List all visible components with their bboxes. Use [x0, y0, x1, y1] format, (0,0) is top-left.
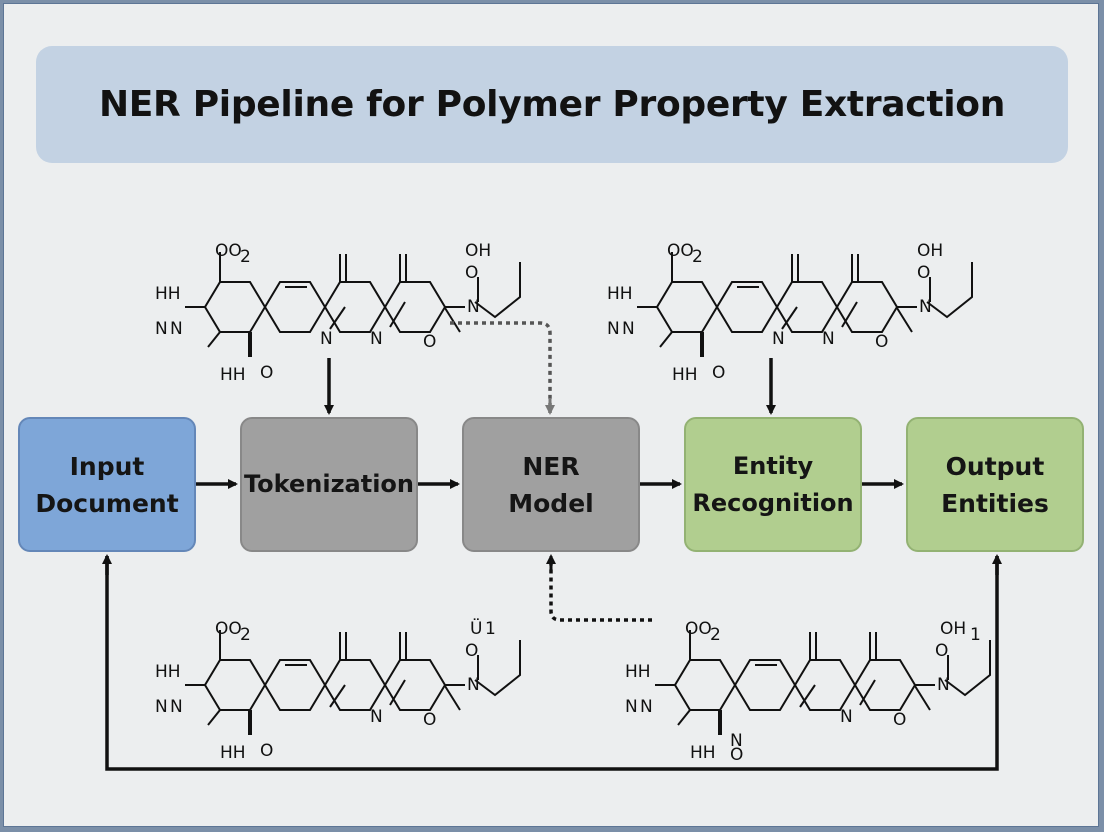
svg-text:N: N: [772, 329, 785, 349]
svg-text:OO: OO: [215, 241, 242, 261]
svg-text:OO: OO: [685, 619, 712, 639]
svg-text:O: O: [465, 641, 478, 661]
molecule-top-right: OO 2 HH N N HH O N N O O N OH: [607, 241, 974, 385]
svg-text:OH: OH: [465, 241, 491, 261]
svg-text:N: N: [625, 697, 638, 717]
molecule-top-left: OO 2 HH N N HH O N N O O N OH: [155, 241, 522, 385]
svg-text:N: N: [937, 675, 950, 695]
svg-text:N: N: [822, 329, 835, 349]
svg-text:O: O: [423, 710, 436, 730]
ner-model-box: NER Model: [462, 417, 640, 552]
svg-text:2: 2: [710, 625, 721, 645]
entity-recognition-box: Entity Recognition: [684, 417, 862, 552]
svg-text:N: N: [170, 319, 183, 339]
svg-text:HH: HH: [155, 284, 181, 304]
svg-text:HH: HH: [220, 365, 246, 385]
svg-text:O: O: [423, 332, 436, 352]
svg-text:HH: HH: [155, 662, 181, 682]
svg-text:N: N: [640, 697, 653, 717]
svg-text:O: O: [465, 263, 478, 283]
svg-text:N: N: [919, 297, 932, 317]
svg-text:O: O: [875, 332, 888, 352]
diagram-title: NER Pipeline for Polymer Property Extrac…: [98, 84, 1006, 125]
svg-text:HH: HH: [625, 662, 651, 682]
svg-text:1: 1: [485, 619, 496, 639]
svg-text:N: N: [155, 319, 168, 339]
svg-text:O: O: [893, 710, 906, 730]
title-banner: NER Pipeline for Polymer Property Extrac…: [36, 46, 1068, 163]
svg-text:O: O: [730, 745, 743, 765]
svg-text:HH: HH: [607, 284, 633, 304]
svg-text:2: 2: [240, 625, 251, 645]
output-entities-box: Output Entities: [906, 417, 1084, 552]
svg-text:HH: HH: [690, 743, 716, 763]
svg-text:N: N: [730, 731, 743, 751]
svg-text:N: N: [467, 297, 480, 317]
svg-text:N: N: [320, 329, 333, 349]
molecule-bottom-left: OO 2 HH N N HH O N O O N Ü 1: [155, 617, 522, 763]
svg-text:2: 2: [692, 247, 703, 267]
svg-text:OO: OO: [667, 241, 694, 261]
dotted-top-connector: [450, 321, 552, 413]
svg-text:N: N: [622, 319, 635, 339]
svg-text:N: N: [155, 697, 168, 717]
tokenization-box: Tokenization: [240, 417, 418, 552]
svg-text:N: N: [840, 707, 853, 727]
svg-text:N: N: [607, 319, 620, 339]
svg-text:OH: OH: [917, 241, 943, 261]
svg-text:O: O: [712, 363, 725, 383]
svg-text:N: N: [170, 697, 183, 717]
svg-text:N: N: [370, 329, 383, 349]
svg-text:N: N: [467, 675, 480, 695]
svg-text:OH: OH: [940, 619, 966, 639]
svg-text:HH: HH: [220, 743, 246, 763]
feedback-loop-line: [105, 556, 999, 771]
svg-text:O: O: [935, 641, 948, 661]
svg-text:HH: HH: [672, 365, 698, 385]
input-document-box: Input Document: [18, 417, 196, 552]
dotted-bottom-connector: [549, 562, 652, 622]
svg-text:2: 2: [240, 247, 251, 267]
molecule-bottom-right: OO 2 HH N N HH N O N O O N OH 1: [625, 619, 992, 765]
svg-text:1: 1: [970, 625, 981, 645]
svg-text:O: O: [260, 741, 273, 761]
svg-text:O: O: [260, 363, 273, 383]
svg-text:Ü: Ü: [470, 617, 482, 639]
svg-text:N: N: [370, 707, 383, 727]
svg-text:OO: OO: [215, 619, 242, 639]
svg-text:O: O: [917, 263, 930, 283]
